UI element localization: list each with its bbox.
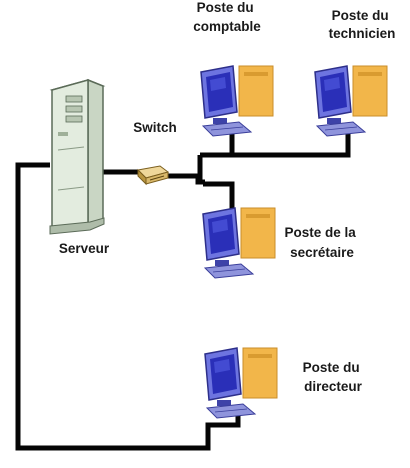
- label-secretaire: Poste de la secrétaire: [284, 225, 359, 260]
- label-comptable: Poste du comptable: [193, 0, 261, 34]
- label-directeur: Poste du directeur: [303, 360, 364, 394]
- switch-icon: [136, 165, 170, 186]
- workstation-technicien-icon: [314, 65, 388, 137]
- cable-to-secretaire: [203, 181, 235, 212]
- workstation-comptable-icon: [200, 65, 274, 137]
- cable-to-top-stations: [200, 128, 351, 158]
- workstation-secretaire-icon: [202, 207, 276, 279]
- label-switch: Switch: [133, 120, 177, 135]
- label-serveur: Serveur: [59, 241, 110, 256]
- network-cables: [15, 128, 351, 451]
- workstation-directeur-icon: [204, 347, 278, 419]
- label-technicien: Poste du technicien: [329, 8, 396, 41]
- server-icon: [49, 78, 106, 235]
- cable-server-to-directeur: [15, 162, 241, 451]
